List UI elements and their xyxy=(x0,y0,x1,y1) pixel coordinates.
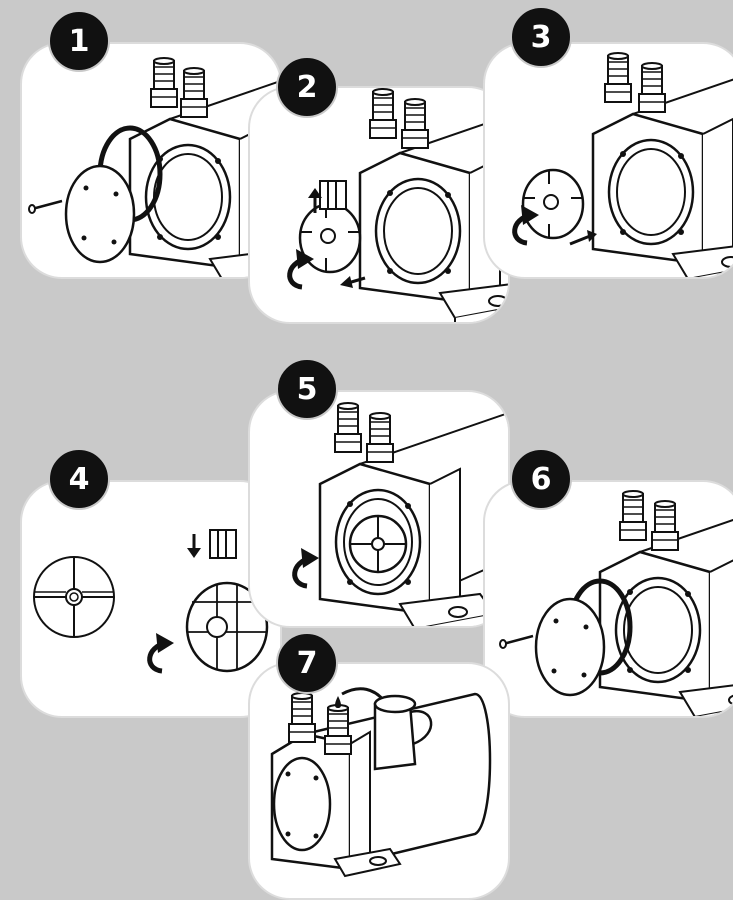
oil-drop-icon xyxy=(335,696,341,708)
step-number-badge-4: 4 xyxy=(48,448,110,510)
impeller-front-view xyxy=(34,557,114,637)
insert-impeller-illustration xyxy=(485,44,733,279)
remove-cover-illustration xyxy=(22,44,282,279)
step-panel-6 xyxy=(483,480,733,718)
remove-impeller-illustration xyxy=(250,88,510,324)
step-panel-3 xyxy=(483,42,733,279)
impeller-installed-illustration xyxy=(250,392,510,628)
step-number-badge-3: 3 xyxy=(510,6,572,68)
step-panel-4 xyxy=(20,480,282,718)
step-number-badge-5: 5 xyxy=(276,358,338,420)
reinstall-cover-illustration xyxy=(485,482,733,718)
prime-pump-illustration xyxy=(250,664,510,900)
step-number-badge-2: 2 xyxy=(276,56,338,118)
impeller-detail-illustration xyxy=(22,482,282,718)
step-number-badge-1: 1 xyxy=(48,10,110,72)
step-panel-1 xyxy=(20,42,282,279)
step-number-badge-6: 6 xyxy=(510,448,572,510)
step-panel-5 xyxy=(248,390,510,628)
step-panel-2 xyxy=(248,86,510,324)
step-number-badge-7: 7 xyxy=(276,632,338,694)
step-panel-7 xyxy=(248,662,510,900)
